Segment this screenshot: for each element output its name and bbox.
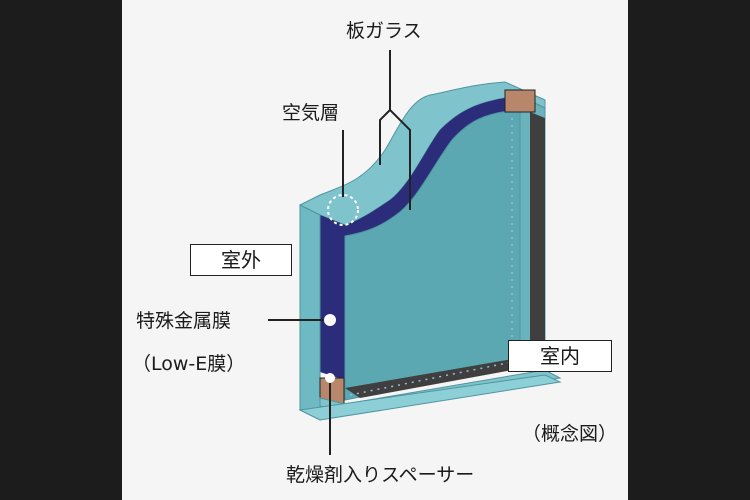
lowe-marker [324, 314, 336, 326]
air-gap-top [345, 96, 520, 236]
spacer-bottom [345, 356, 545, 398]
front-pane [344, 109, 521, 401]
concept-label: （概念図） [522, 423, 618, 445]
spacer-label: 乾燥剤入りスペーサー [286, 464, 475, 486]
spacer-right [530, 112, 545, 370]
air-gap-left [320, 215, 345, 380]
spacer-block-top [504, 89, 536, 113]
glass-label: 板ガラス [346, 20, 422, 42]
glass-leader [379, 50, 411, 210]
air-marker [327, 194, 359, 226]
frame-left-face [299, 204, 321, 421]
air-layer-label: 空気層 [282, 102, 340, 124]
frame-bottom-edge [298, 374, 562, 421]
outdoor-label: 室外 [190, 244, 292, 276]
lowe-label: 特殊金属膜 [136, 310, 232, 332]
indoor-label: 室内 [508, 340, 612, 372]
spacer-marker [325, 373, 335, 383]
lowe-sub-label: （Low-E膜） [132, 353, 246, 375]
